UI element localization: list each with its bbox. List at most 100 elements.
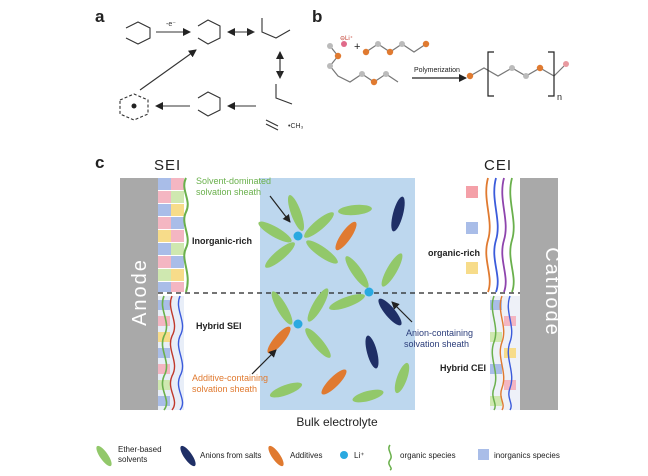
bulk-species bbox=[258, 195, 410, 403]
ether-solvent bbox=[338, 204, 372, 216]
methyl-radical-label: •CH₃ bbox=[288, 123, 304, 130]
cei-title: CEI bbox=[484, 157, 512, 174]
bulk-electrolyte-label: Bulk electrolyte bbox=[296, 415, 378, 429]
annotation-arrows bbox=[251, 195, 413, 375]
li-ion bbox=[364, 287, 374, 297]
bracket-left bbox=[487, 51, 494, 97]
ether-solvent bbox=[394, 362, 410, 394]
anion bbox=[378, 298, 402, 326]
fragment-molecule-b bbox=[265, 123, 279, 131]
dme-molecule bbox=[125, 21, 151, 45]
cathode bbox=[520, 178, 558, 410]
organic-rich-label: organic-rich bbox=[428, 248, 480, 258]
legend-additive-label: Additives bbox=[290, 451, 322, 460]
legend-ether-label: Ether-based bbox=[118, 445, 162, 454]
li-ion bbox=[293, 231, 303, 241]
ether-solvent bbox=[258, 221, 292, 243]
ether-solvent bbox=[265, 242, 295, 268]
panel-label-b: b bbox=[312, 7, 322, 26]
bracket-right bbox=[548, 51, 555, 97]
legend-ether-label-2: solvents bbox=[118, 455, 147, 464]
additive bbox=[267, 326, 291, 354]
anion-sheath-label-2: solvation sheath bbox=[404, 339, 469, 349]
atom bbox=[399, 41, 405, 47]
oxygen-atom bbox=[536, 64, 544, 72]
yellow-species-square bbox=[466, 262, 478, 274]
oxygen-atom bbox=[362, 48, 370, 56]
blue-species-square bbox=[466, 222, 478, 234]
legend-organic-icon bbox=[388, 444, 392, 471]
legend-inorganic-icon bbox=[478, 449, 489, 460]
legend-anion-icon bbox=[180, 445, 196, 467]
legend: Ether-based solvents Anions from salts A… bbox=[96, 444, 560, 471]
atom bbox=[523, 73, 529, 79]
legend-li-icon bbox=[340, 451, 348, 459]
atom bbox=[383, 71, 389, 77]
panel-a-scheme bbox=[119, 18, 293, 131]
legend-li-label: Li⁺ bbox=[354, 451, 364, 460]
ether-solvent bbox=[329, 293, 365, 311]
ether-solvent bbox=[307, 288, 329, 322]
intermediate-molecule-3 bbox=[197, 91, 221, 117]
sei-title: SEI bbox=[154, 157, 181, 174]
cyclic-molecule bbox=[119, 93, 149, 121]
anion bbox=[391, 196, 405, 232]
oxidation-label: -e⁻ bbox=[166, 21, 176, 28]
ether-solvent bbox=[304, 212, 334, 238]
legend-anion-label: Anions from salts bbox=[200, 451, 261, 460]
oxygen-atom bbox=[334, 52, 342, 60]
sei-layer bbox=[158, 177, 189, 411]
intermediate-molecule bbox=[261, 18, 291, 39]
ether-solvent bbox=[287, 195, 305, 231]
solvent-sheath-label-2: solvation sheath bbox=[196, 187, 261, 197]
atom bbox=[509, 65, 515, 71]
panel-label-a: a bbox=[95, 7, 105, 26]
legend-additive-icon bbox=[268, 445, 284, 467]
li-ion-label: ⊖Li⁺ bbox=[340, 35, 353, 42]
oxygen-atom bbox=[466, 72, 474, 80]
polymerization-label: Polymerization bbox=[414, 67, 460, 74]
oxygen-atom bbox=[422, 40, 430, 48]
intermediate-molecule-2 bbox=[275, 84, 293, 105]
repeat-subscript: n bbox=[557, 92, 562, 102]
additive-sheath-label: Additive-containing bbox=[192, 373, 268, 383]
anion-sheath-label: Anion-containing bbox=[406, 328, 473, 338]
legend-inorganic-label: inorganics species bbox=[494, 451, 560, 460]
atom bbox=[359, 71, 365, 77]
polymer-chain bbox=[469, 63, 567, 77]
solvent-sheath-label: Solvent-dominated bbox=[196, 176, 271, 186]
anode-label: Anode bbox=[129, 258, 151, 326]
red-species-square bbox=[466, 186, 478, 198]
panel-b-scheme bbox=[327, 40, 569, 97]
panel-label-c: c bbox=[95, 153, 104, 172]
additive bbox=[321, 369, 347, 395]
ether-solvent bbox=[271, 291, 293, 325]
oxygen-atom bbox=[386, 48, 394, 56]
li-atom bbox=[341, 41, 347, 47]
arrow-8 bbox=[139, 49, 197, 91]
ether-solvent bbox=[269, 382, 303, 398]
li-species-chain bbox=[329, 45, 399, 83]
radical-dot bbox=[131, 103, 137, 109]
li-ion bbox=[293, 319, 303, 329]
monomer-chain bbox=[365, 43, 427, 53]
anion bbox=[365, 335, 379, 369]
plus-sign: + bbox=[354, 41, 360, 53]
legend-ether-icon bbox=[96, 445, 112, 467]
ether-solvent bbox=[381, 253, 403, 287]
inorganic-rich-label: Inorganic-rich bbox=[192, 236, 252, 246]
hybrid-cei-label: Hybrid CEI bbox=[440, 363, 486, 373]
end-atom bbox=[563, 61, 569, 67]
atom bbox=[327, 63, 333, 69]
fragment-molecule bbox=[265, 119, 279, 127]
ether-solvent bbox=[345, 256, 369, 288]
additive bbox=[335, 221, 357, 251]
atom bbox=[375, 41, 381, 47]
ether-solvent bbox=[306, 240, 338, 264]
cei-layer bbox=[466, 177, 520, 411]
oxygen-atom bbox=[370, 78, 378, 86]
dme-radical-molecule bbox=[197, 19, 221, 45]
atom bbox=[327, 43, 333, 49]
anode bbox=[120, 178, 158, 410]
